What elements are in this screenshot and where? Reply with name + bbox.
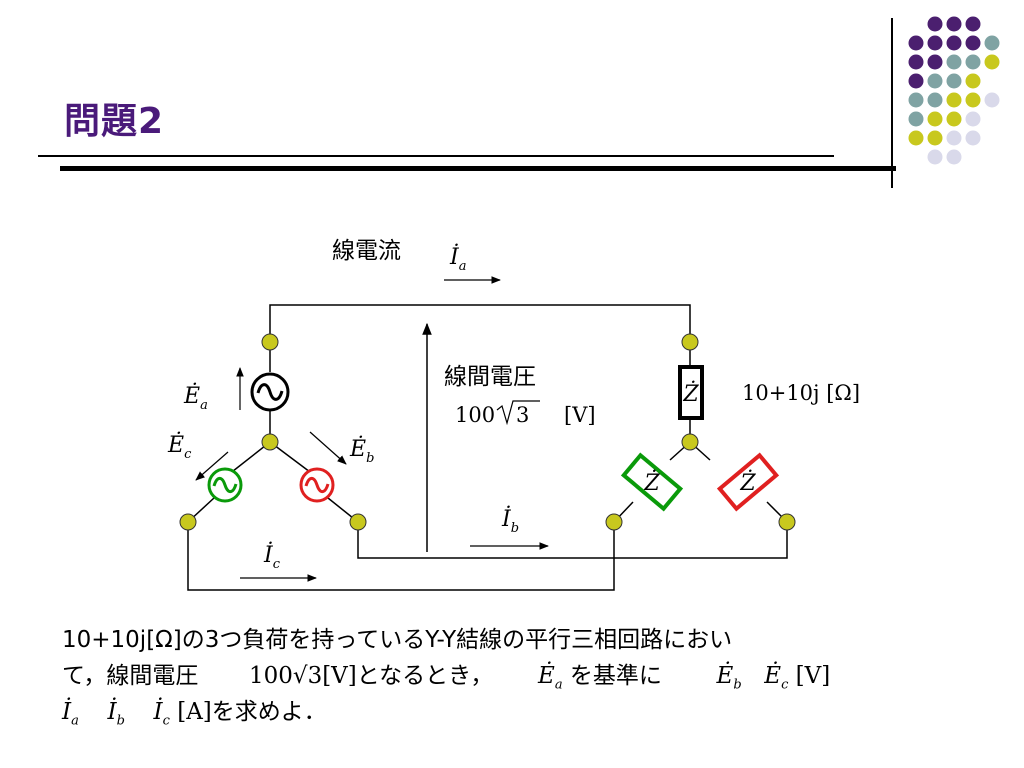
node [261,333,279,351]
decor-dot [984,54,1000,70]
node [681,333,699,351]
problem-text-2c: [V] [795,663,831,689]
svg-text:Ż: Ż [643,469,660,496]
problem-text-2-voltage: 100√3[V]となるとき， [249,663,494,689]
symbol-Eb: Ėb [349,435,374,466]
dot-grid-decoration-icon [908,16,1000,165]
decor-dot [965,73,981,89]
problem-symbol-Ib: İb [107,699,125,729]
three-phase-circuit-diagram: Ż Ż Ż 線電流 İa 線間電圧 100 3 [V] [167,238,860,591]
problem-line-2: て，線間電圧 100√3[V]となるとき， Ėa を基準に Ėb Ėc [V] [62,658,1012,694]
ac-source-icon [250,372,290,412]
node [349,513,367,531]
wire-phase-b [357,522,788,559]
emf-arrow-icon [309,431,347,465]
decor-dot [946,35,962,51]
decor-dot [946,149,962,165]
decor-dot [946,73,962,89]
decor-dot [927,92,943,108]
line-current-label: 線電流 [332,238,401,264]
problem-text-3: [A]を求めよ． [177,699,327,725]
decor-dot [965,54,981,70]
impedance-icon: Ż [716,452,780,512]
decor-dot [927,111,943,127]
decor-dot [908,130,924,146]
decor-dot [927,149,943,165]
node [261,433,279,451]
node [605,513,623,531]
node [681,433,699,451]
problem-symbol-Eb: Ėb [716,663,742,693]
decor-dot [965,92,981,108]
decor-dot [927,35,943,51]
symbol-Ec: Ėc [167,431,192,462]
symbol-Ea: Ėa [183,382,208,413]
decor-dot [946,16,962,32]
decor-dot [965,35,981,51]
problem-symbol-Ic: İc [153,699,170,729]
decor-dot [908,54,924,70]
decor-dot [927,16,943,32]
symbol-Ib: İb [501,505,519,536]
problem-line-3: İa İb İc [A]を求めよ． [62,694,1012,730]
circuit-nodes [179,333,796,531]
problem-text-2a: て，線間電圧 [62,663,199,689]
wire-phase-c [187,522,615,591]
impedance-icon: Ż [678,365,704,420]
problem-text-1: 10+10j[Ω]の3つ負荷を持っているY-Y結線の平行三相回路におい [62,627,733,653]
decor-dot [908,35,924,51]
ac-source-icon [207,467,243,503]
wire-phase-a [269,304,691,342]
svg-text:3: 3 [516,403,529,427]
decor-dot [927,54,943,70]
title-rule-thin [38,155,834,157]
wire-source-c-upper [227,441,271,476]
svg-text:Ż: Ż [682,380,699,407]
problem-line-1: 10+10j[Ω]の3つ負荷を持っているY-Y結線の平行三相回路におい [62,622,1012,658]
svg-text:Ż: Ż [739,469,756,496]
decor-dot [927,130,943,146]
decor-dot [908,111,924,127]
decor-dot [965,16,981,32]
decor-dot [946,111,962,127]
ac-source-icon [299,467,335,503]
problem-statement: 10+10j[Ω]の3つ負荷を持っているY-Y結線の平行三相回路におい て，線間… [62,622,1012,730]
impedance-icon: Ż [620,452,684,512]
emf-arrow-icon [195,451,229,481]
decor-dot [984,35,1000,51]
decor-dot [908,92,924,108]
vertical-rule [891,18,893,188]
slide-title: 問題2 [64,101,165,142]
symbol-Ia: İa [449,243,466,274]
decor-dot [965,130,981,146]
problem-symbol-Ea: Ėa [538,663,563,693]
decor-dot [946,92,962,108]
decor-dot [946,130,962,146]
problem-text-2b: を基準に [569,663,662,689]
decor-dot [965,111,981,127]
svg-text:[V]: [V] [564,403,596,427]
line-voltage-value: 100 3 [V] [455,400,596,427]
decor-dot [946,54,962,70]
impedance-value-label: 10+10j [Ω] [742,381,860,405]
problem-symbol-Ia: İa [62,699,79,729]
problem-symbol-Ec: Ėc [764,663,789,693]
symbol-Ic: İc [263,541,281,572]
decor-dot [984,92,1000,108]
decor-dot [908,73,924,89]
title-rule-thick [60,166,896,171]
node [179,513,197,531]
svg-text:100: 100 [455,403,495,427]
decor-dot [927,73,943,89]
wires [187,304,788,591]
line-voltage-label: 線間電圧 [444,364,536,390]
node [778,513,796,531]
